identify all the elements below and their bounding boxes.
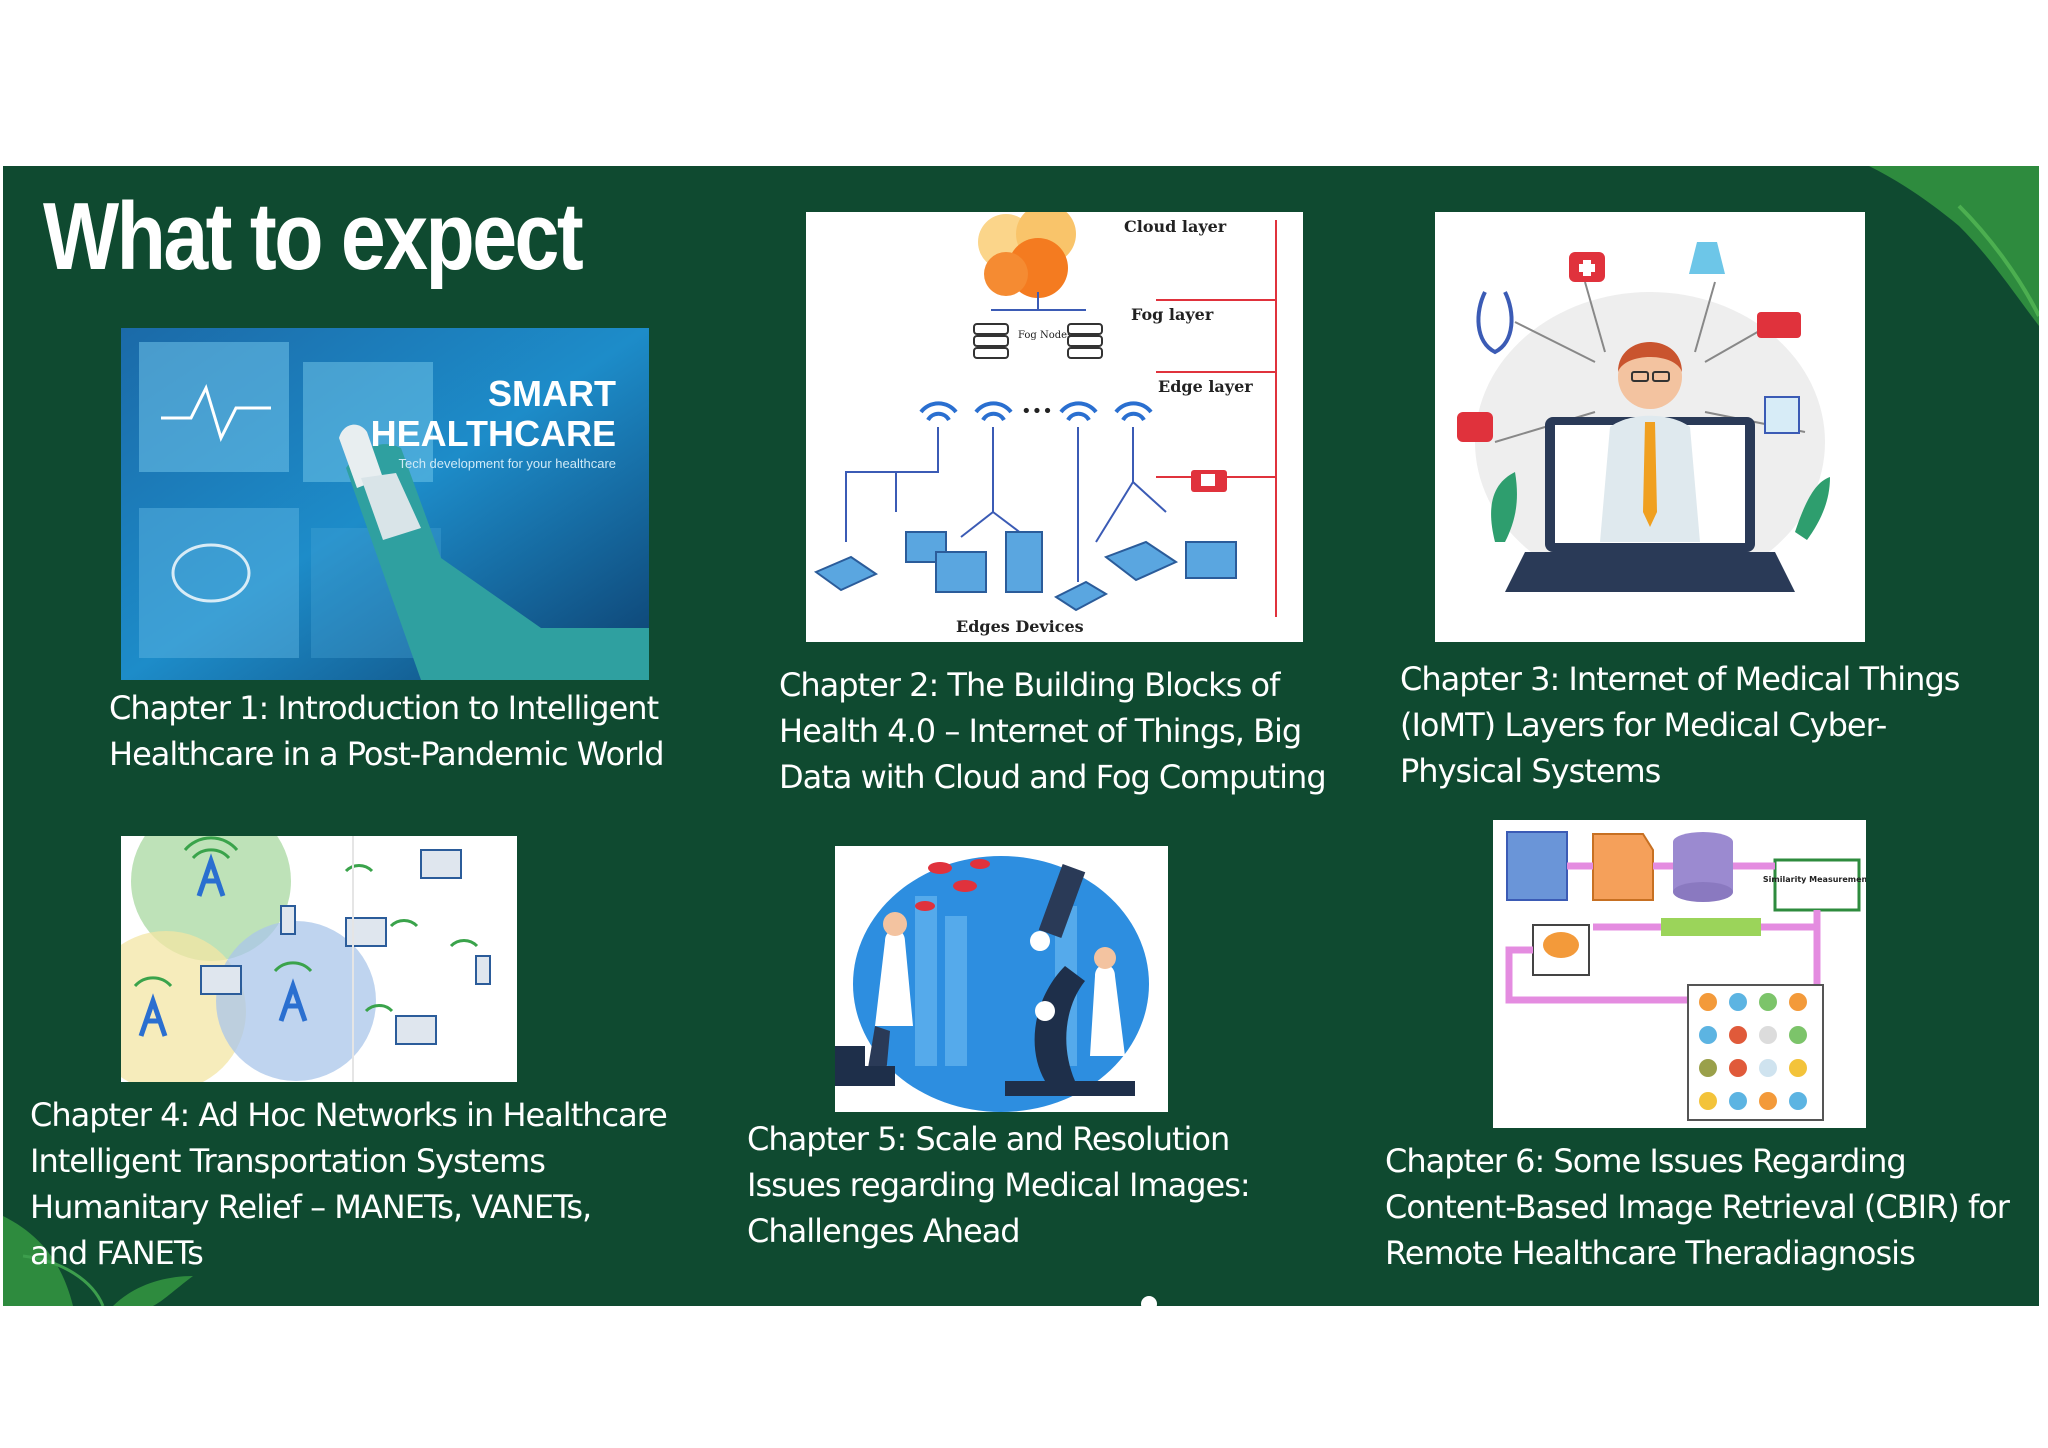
- chapter-5-image: [835, 846, 1168, 1112]
- similarity-label: Similarity Measurement: [1763, 875, 1866, 884]
- chapter-5-caption: Chapter 5: Scale and Resolution Issues r…: [747, 1116, 1251, 1254]
- chapter-3-image: [1435, 212, 1865, 642]
- chapter-4-image: [121, 836, 517, 1082]
- caption-line: Chapter 2: The Building Blocks of: [779, 666, 1280, 704]
- caption-line: Data with Cloud and Fog Computing: [779, 758, 1327, 796]
- smart-label: SMART: [488, 373, 616, 414]
- caption-line: Chapter 1: Introduction to Intelligent: [109, 689, 659, 727]
- caption-line: Chapter 6: Some Issues Regarding: [1385, 1142, 1907, 1180]
- chapter-3-caption: Chapter 3: Internet of Medical Things (I…: [1400, 656, 1960, 794]
- caption-line: Chapter 5: Scale and Resolution: [747, 1120, 1230, 1158]
- caption-line: Content-Based Image Retrieval (CBIR) for: [1385, 1188, 2010, 1226]
- caption-line: Health 4.0 – Internet of Things, Big: [779, 712, 1302, 750]
- fog-nodes-label: Fog Nodes: [1018, 330, 1072, 341]
- caption-line: Physical Systems: [1400, 752, 1661, 790]
- edge-layer-label: Edge layer: [1158, 377, 1253, 396]
- chapter-6-image: Similarity Measurement: [1493, 820, 1866, 1128]
- caption-line: Issues regarding Medical Images:: [747, 1166, 1251, 1204]
- chapter-1-caption: Chapter 1: Introduction to Intelligent H…: [109, 685, 664, 777]
- caption-line: Challenges Ahead: [747, 1212, 1021, 1250]
- slide: What to expect SMART HEALTHCARE Tec: [3, 166, 2039, 1306]
- leaf-decoration-bottom-left: [3, 1216, 193, 1306]
- slide-title: What to expect: [43, 183, 584, 290]
- chapter-1-image: SMART HEALTHCARE Tech development for yo…: [121, 328, 649, 680]
- svg-text:•••: •••: [1021, 401, 1053, 422]
- caption-line: Chapter 4: Ad Hoc Networks in Healthcare: [30, 1096, 668, 1134]
- caption-line: Remote Healthcare Theradiagnosis: [1385, 1234, 1916, 1272]
- chapter-6-caption: Chapter 6: Some Issues Regarding Content…: [1385, 1138, 2010, 1276]
- slide-indicator-dot: [1141, 1296, 1157, 1306]
- caption-line: Chapter 3: Internet of Medical Things: [1400, 660, 1960, 698]
- caption-line: Intelligent Transportation Systems: [30, 1142, 546, 1180]
- healthcare-tagline: Tech development for your healthcare: [398, 456, 616, 471]
- chapter-2-caption: Chapter 2: The Building Blocks of Health…: [779, 662, 1327, 800]
- chapter-4-caption: Chapter 4: Ad Hoc Networks in Healthcare…: [30, 1092, 668, 1276]
- caption-line: and FANETs: [30, 1234, 204, 1272]
- caption-line: Healthcare in a Post-Pandemic World: [109, 735, 664, 773]
- caption-line: (IoMT) Layers for Medical Cyber-: [1400, 706, 1887, 744]
- fog-layer-label: Fog layer: [1131, 305, 1214, 324]
- leaf-decoration-top-right: [1869, 166, 2039, 326]
- cloud-layer-label: Cloud layer: [1124, 217, 1227, 236]
- caption-line: Humanitary Relief – MANETs, VANETs,: [30, 1188, 592, 1226]
- chapter-2-image: Cloud layer Fog layer Edge layer Edges D…: [806, 212, 1303, 642]
- edge-devices-label: Edges Devices: [956, 617, 1084, 636]
- healthcare-label: HEALTHCARE: [371, 413, 616, 454]
